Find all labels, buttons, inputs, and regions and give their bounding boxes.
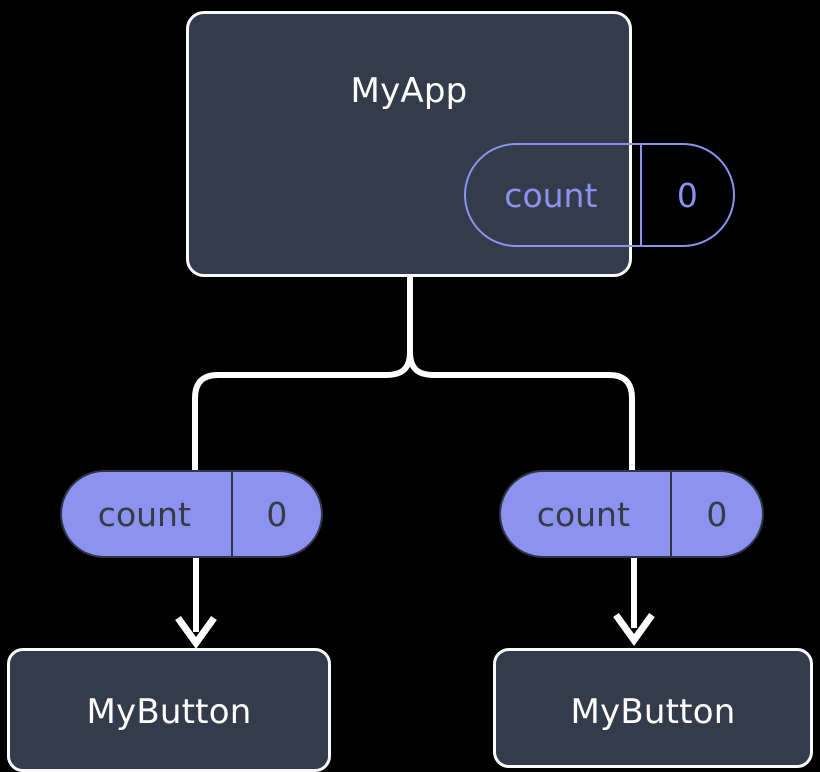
component-card-myapp[interactable]: MyApp count 0 (186, 11, 735, 277)
component-card-mybutton-right[interactable]: MyButton (493, 648, 813, 768)
arrow-head-left-icon (175, 615, 217, 649)
component-card-mybutton-left[interactable]: MyButton (7, 648, 331, 772)
prop-pill-value: 0 (706, 494, 728, 534)
component-title: MyApp (350, 71, 468, 111)
connector-fork-right (407, 349, 635, 473)
connector-fork-left (192, 349, 413, 473)
state-pill-key: count (466, 145, 642, 245)
prop-pill-count-left[interactable]: count 0 (60, 470, 323, 558)
prop-pill-count-right[interactable]: count 0 (499, 470, 764, 558)
state-pill-value: 0 (676, 175, 698, 215)
prop-pill-key: count (501, 472, 672, 556)
component-title: MyButton (570, 692, 736, 732)
component-title: MyButton (86, 692, 252, 732)
state-pill-count[interactable]: count 0 (464, 143, 735, 247)
prop-pill-value: 0 (266, 494, 288, 534)
prop-pill-key: count (62, 472, 233, 556)
arrow-head-right-icon (613, 612, 655, 646)
